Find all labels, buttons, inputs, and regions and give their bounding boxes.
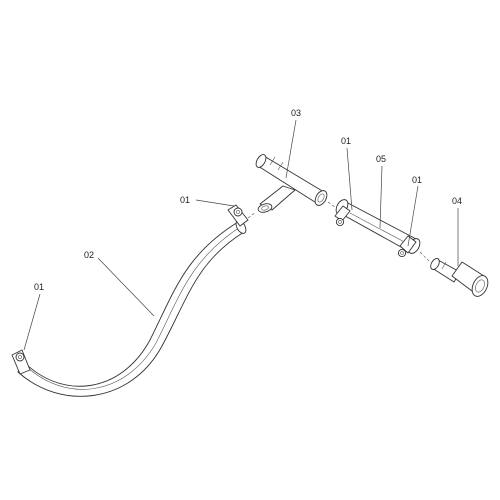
callout-05-tube: 05 — [376, 154, 386, 164]
fitting-04 — [430, 258, 489, 297]
callout-01-tube-clamp-right: 01 — [412, 175, 422, 185]
callout-01-tube-clamp-left: 01 — [341, 136, 351, 146]
callout-04-fitting: 04 — [452, 196, 462, 206]
callout-03-t-fitting: 03 — [291, 108, 301, 118]
callout-01-hose-clamp: 01 — [180, 195, 190, 205]
tube-clamp-01-left — [334, 205, 351, 227]
t-fitting-03 — [255, 154, 328, 213]
hose-clamp-01-lower — [11, 349, 31, 375]
hose-02 — [17, 220, 247, 397]
assembly-lines — [247, 201, 431, 263]
tube-05 — [335, 199, 421, 254]
callout-02-hose: 02 — [84, 250, 94, 260]
leader-lines — [23, 119, 459, 351]
callout-labels: 01 02 01 03 01 05 01 04 — [34, 108, 462, 292]
hose-clamp-01-upper — [227, 204, 249, 227]
callout-01-lower-clamp: 01 — [34, 282, 44, 292]
